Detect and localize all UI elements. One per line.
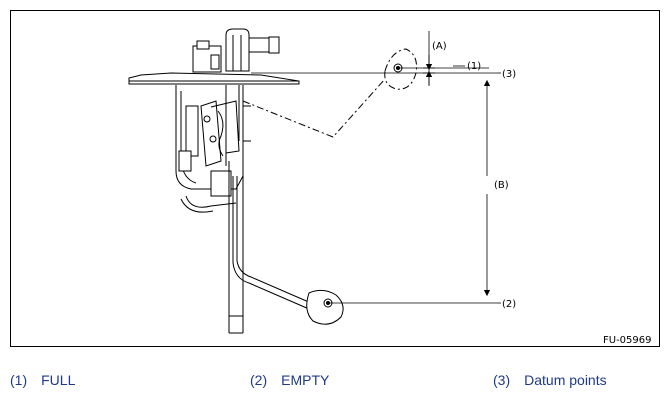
float-full-pivot — [393, 63, 403, 73]
legend-number: (2) — [250, 372, 268, 388]
legend-item-empty: (2) EMPTY — [250, 372, 329, 388]
label-leaders — [453, 65, 501, 304]
legend-text: EMPTY — [281, 372, 330, 388]
datum-lines — [251, 31, 497, 304]
legend-item-datum: (3) Datum points — [493, 372, 607, 388]
float-empty — [306, 289, 344, 325]
pump-top-connector — [192, 28, 280, 73]
label-1: (1) — [467, 61, 481, 72]
float-full — [242, 48, 417, 138]
legend-number: (3) — [493, 372, 511, 388]
figure-id: FU-05969 — [603, 335, 652, 346]
label-b: (B) — [494, 180, 509, 191]
legend-number: (1) — [10, 372, 28, 388]
fuel-pump-diagram: (A) (1) (3) (B) (2) FU-05969 — [128, 28, 652, 346]
pump-body — [175, 85, 251, 213]
label-a: (A) — [432, 41, 447, 52]
legend: (1) FULL (2) EMPTY (3) Datum points — [0, 372, 668, 394]
label-2: (2) — [502, 299, 516, 310]
legend-text: Datum points — [524, 372, 607, 388]
float-arm — [228, 161, 312, 334]
legend-text: FULL — [41, 372, 76, 388]
label-3: (3) — [502, 69, 516, 80]
pump-flange — [128, 72, 300, 85]
diagram-frame: (A) (1) (3) (B) (2) FU-05969 — [10, 10, 660, 347]
legend-item-full: (1) FULL — [10, 372, 75, 388]
dimension-a — [423, 55, 435, 86]
